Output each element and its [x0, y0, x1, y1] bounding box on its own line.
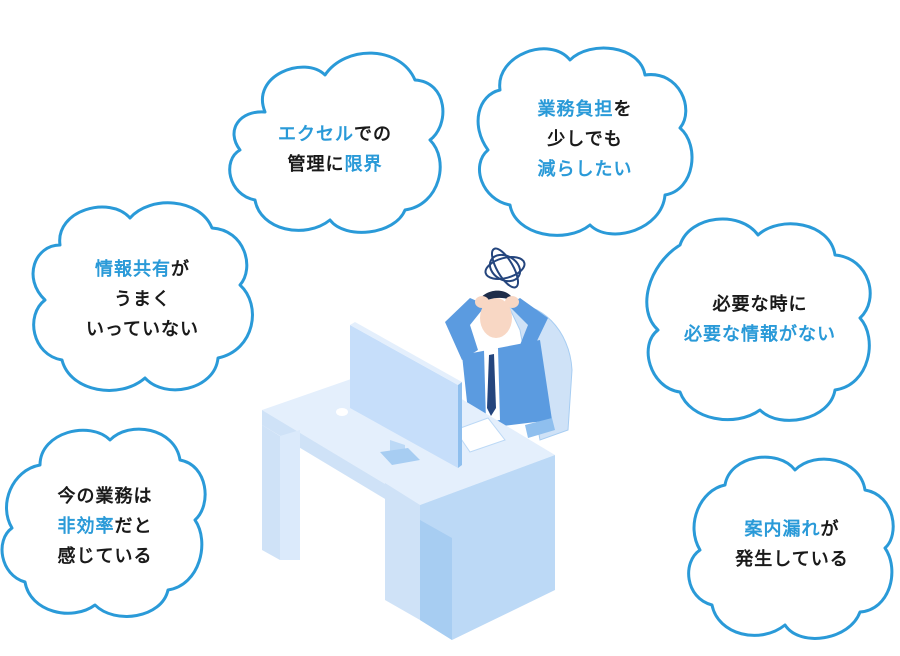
- plain-text: 管理に: [287, 154, 345, 175]
- thought-cloud-inefficient: [0, 427, 207, 618]
- bubble-line: 情報共有が: [45, 255, 240, 285]
- bubble-text-info-share: 情報共有がうまくいっていない: [45, 255, 240, 345]
- bubble-text-inefficient: 今の業務は非効率だと感じている: [15, 482, 195, 572]
- highlight-text: 必要な情報がない: [684, 324, 836, 345]
- bubble-line: うまく: [45, 285, 240, 315]
- bubble-line: 少しでも: [490, 125, 680, 155]
- monitor: [350, 325, 458, 468]
- plain-text: だと: [114, 516, 153, 537]
- highlight-text: 情報共有: [95, 259, 171, 280]
- plain-text: での: [354, 124, 392, 145]
- highlight-text: エクセル: [278, 124, 354, 145]
- keyboard: [454, 417, 506, 453]
- thought-cloud-burden: [476, 46, 694, 237]
- highlight-text: 非効率: [57, 516, 115, 537]
- highlight-text: 案内漏れ: [744, 519, 821, 540]
- bubble-line: 案内漏れが: [698, 515, 886, 545]
- bubble-text-info-missing: 必要な時に必要な情報がない: [655, 290, 865, 350]
- bubble-text-excel: エクセルでの管理に限界: [245, 120, 425, 180]
- bubble-line: 業務負担を: [490, 95, 680, 125]
- bubble-line: 減らしたい: [490, 155, 680, 185]
- thought-cloud-info-share: [31, 201, 254, 392]
- thought-cloud-excel: [228, 51, 445, 234]
- bubble-line: いっていない: [45, 315, 240, 345]
- plain-text: うまく: [114, 289, 171, 310]
- highlight-text: 減らしたい: [537, 159, 633, 180]
- plain-text: 今の業務は: [57, 486, 153, 507]
- plain-text: を: [613, 99, 633, 120]
- plain-text: が: [171, 259, 190, 280]
- desk-front-panel: [420, 455, 555, 640]
- bubble-text-omission: 案内漏れが発生している: [698, 515, 886, 575]
- plain-text: いっていない: [85, 319, 200, 340]
- plain-text: 発生している: [735, 549, 849, 570]
- person-left-arm: [445, 298, 486, 360]
- plain-text: 感じている: [57, 546, 153, 567]
- thought-cloud-omission: [687, 455, 895, 640]
- bubble-line: エクセルでの: [245, 120, 425, 150]
- plain-text: 少しでも: [547, 129, 623, 150]
- bubble-line: 非効率だと: [15, 512, 195, 542]
- highlight-text: 限界: [344, 154, 383, 175]
- bubble-line: 管理に限界: [245, 150, 425, 180]
- confusion-scribble-icon: [484, 247, 526, 289]
- person-right-arm: [508, 298, 548, 345]
- mouse: [336, 408, 348, 416]
- bubble-line: 必要な情報がない: [655, 320, 865, 350]
- bubble-line: 今の業務は: [15, 482, 195, 512]
- bubble-line: 発生している: [698, 545, 886, 575]
- thought-cloud-info-missing: [645, 217, 872, 422]
- highlight-text: 業務負担: [537, 99, 614, 120]
- bubble-text-burden: 業務負担を少しでも減らしたい: [490, 95, 680, 185]
- office-desk-illustration: [262, 247, 573, 640]
- plain-text: 必要な時に: [712, 294, 808, 315]
- person-head: [480, 298, 512, 338]
- bubble-line: 感じている: [15, 542, 195, 572]
- desk-left-leg: [262, 425, 280, 560]
- bubble-line: 必要な時に: [655, 290, 865, 320]
- plain-text: が: [820, 519, 840, 540]
